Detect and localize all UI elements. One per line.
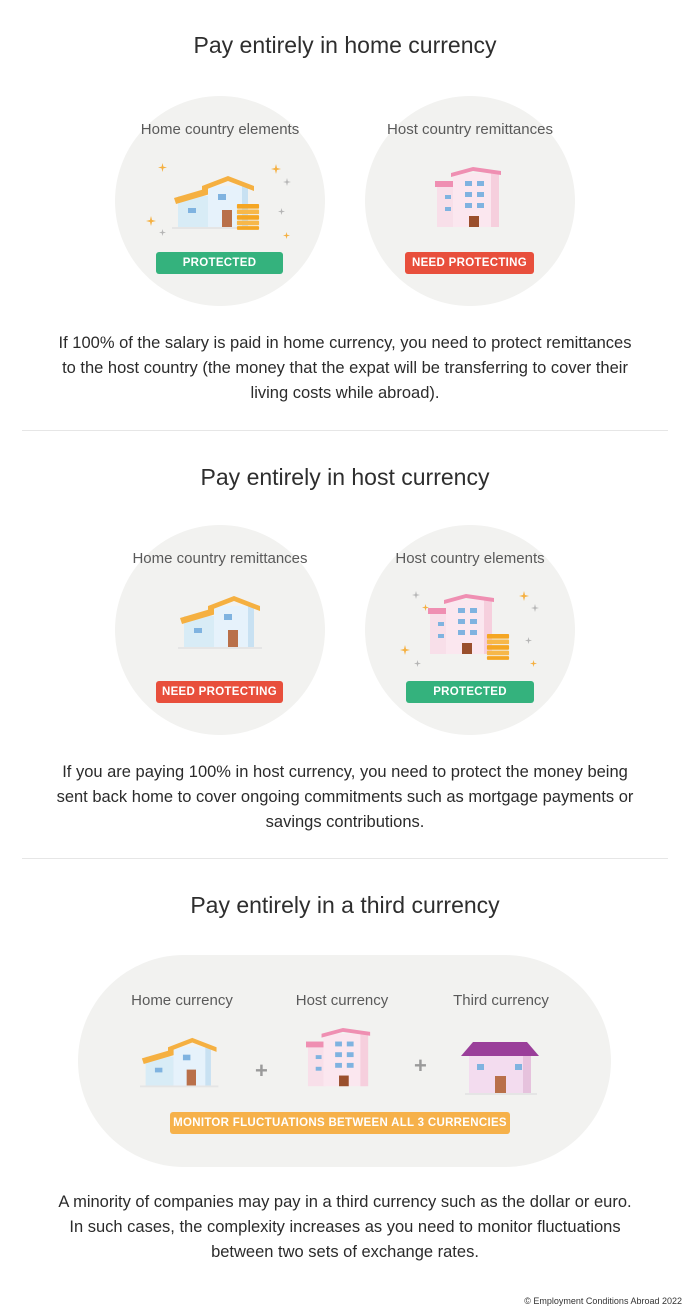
section-1-description: If 100% of the salary is paid in home cu… <box>58 334 632 402</box>
need-protecting-badge: NEED PROTECTING <box>156 681 283 703</box>
sparkle-icon <box>283 232 290 239</box>
section-1-title: Pay entirely in home currency <box>193 32 497 58</box>
monitor-fluctuations-badge: MONITOR FLUCTUATIONS BETWEEN ALL 3 CURRE… <box>170 1112 510 1134</box>
sparkle-icon <box>159 229 166 236</box>
section-2-description: If you are paying 100% in host currency,… <box>56 763 634 831</box>
home-remittances-label: Home country remittances <box>132 550 308 567</box>
copyright-footer: © Employment Conditions Abroad 2022 <box>524 1296 682 1306</box>
section-divider <box>22 858 668 859</box>
coin-stack-icon <box>486 631 510 661</box>
sparkle-icon <box>422 604 429 611</box>
need-protecting-badge: NEED PROTECTING <box>405 252 534 274</box>
third-currency-label: Third currency <box>453 992 549 1009</box>
section-3-description: A minority of companies may pay in a thi… <box>58 1193 632 1261</box>
sparkle-icon <box>271 164 281 174</box>
sparkle-icon <box>278 208 285 215</box>
host-building-icon <box>435 165 505 235</box>
home-currency-label: Home currency <box>131 992 233 1009</box>
protected-badge: PROTECTED <box>156 252 283 274</box>
sparkle-icon <box>412 591 420 599</box>
sparkle-icon <box>283 178 291 186</box>
protected-badge: PROTECTED <box>406 681 534 703</box>
section-2-title: Pay entirely in host currency <box>200 464 490 490</box>
sparkle-icon <box>531 604 539 612</box>
home-elements-label: Home country elements <box>140 121 300 138</box>
plus-icon: + <box>414 1053 427 1078</box>
sparkle-icon <box>519 591 529 601</box>
coin-stack-icon <box>236 201 260 231</box>
host-building-icon <box>305 1026 375 1094</box>
home-house-icon <box>178 594 268 654</box>
sparkle-icon <box>525 637 532 644</box>
sparkle-icon <box>158 163 167 172</box>
section-3-title: Pay entirely in a third currency <box>190 892 500 918</box>
home-house-icon <box>140 1036 224 1092</box>
section-divider <box>22 430 668 431</box>
host-currency-label: Host currency <box>295 992 389 1009</box>
sparkle-icon <box>400 645 410 655</box>
sparkle-icon <box>146 216 156 226</box>
plus-icon: + <box>255 1058 268 1083</box>
third-house-icon <box>461 1040 541 1096</box>
sparkle-icon <box>414 660 421 667</box>
host-remittances-label: Host country remittances <box>387 121 553 138</box>
sparkle-icon <box>530 660 537 667</box>
host-elements-label: Host country elements <box>395 550 545 567</box>
